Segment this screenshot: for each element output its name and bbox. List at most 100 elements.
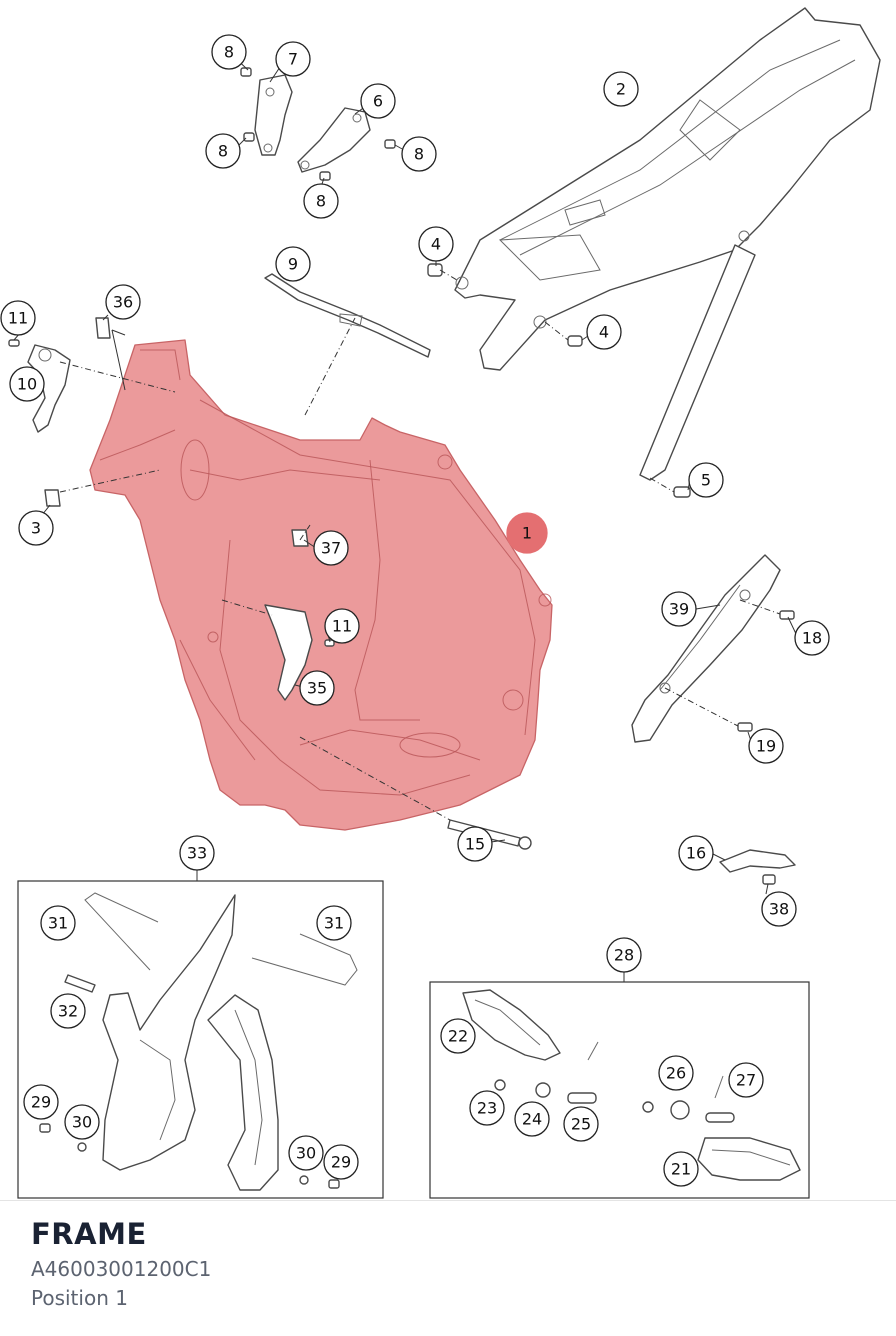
callout-selected-1[interactable]: 1 xyxy=(506,512,548,554)
subframe-part[interactable] xyxy=(454,7,881,481)
callout-26[interactable]: 26 xyxy=(658,1055,694,1091)
callout-19[interactable]: 19 xyxy=(748,728,784,764)
callout-11[interactable]: 11 xyxy=(0,300,36,336)
callout-circle xyxy=(205,133,241,169)
callout-38[interactable]: 38 xyxy=(761,891,797,927)
callout-4[interactable]: 4 xyxy=(586,314,622,350)
footpeg-21[interactable] xyxy=(697,1137,801,1181)
callout-number: 35 xyxy=(307,679,327,698)
callout-6[interactable]: 6 xyxy=(360,83,396,119)
shroud-left[interactable] xyxy=(102,894,236,1171)
clip-37[interactable] xyxy=(291,529,309,547)
callout-25[interactable]: 25 xyxy=(563,1106,599,1142)
callout-number: 29 xyxy=(31,1093,51,1112)
frame-part[interactable] xyxy=(89,339,553,831)
screw-38[interactable] xyxy=(762,874,776,885)
callout-number: 16 xyxy=(686,844,706,863)
small-parts-23-27[interactable] xyxy=(494,1041,735,1123)
callout-circle xyxy=(275,41,311,77)
engine-bracket-7[interactable] xyxy=(254,74,293,156)
callout-24[interactable]: 24 xyxy=(514,1101,550,1137)
callout-circle xyxy=(514,1101,550,1137)
callout-circle xyxy=(603,71,639,107)
callout-number: 15 xyxy=(465,835,485,854)
callout-33[interactable]: 33 xyxy=(179,835,215,871)
callout-number: 38 xyxy=(769,900,789,919)
callout-23[interactable]: 23 xyxy=(469,1090,505,1126)
callout-37[interactable]: 37 xyxy=(313,530,349,566)
screws-8[interactable] xyxy=(240,67,396,181)
callout-29[interactable]: 29 xyxy=(323,1144,359,1180)
callout-number: 23 xyxy=(477,1099,497,1118)
callout-circle xyxy=(606,937,642,973)
clip-36[interactable] xyxy=(95,317,111,339)
callout-28[interactable]: 28 xyxy=(606,937,642,973)
callout-number: 8 xyxy=(224,43,234,62)
callout-circle xyxy=(794,620,830,656)
screws-29-30[interactable] xyxy=(39,1123,340,1189)
shroud-right[interactable] xyxy=(207,994,279,1191)
part-16[interactable] xyxy=(719,849,796,873)
callout-10[interactable]: 10 xyxy=(9,366,45,402)
callout-8[interactable]: 8 xyxy=(211,34,247,70)
callout-8[interactable]: 8 xyxy=(205,133,241,169)
callout-3[interactable]: 3 xyxy=(18,510,54,546)
footpeg-22[interactable] xyxy=(462,989,561,1061)
callout-7[interactable]: 7 xyxy=(275,41,311,77)
callout-31[interactable]: 31 xyxy=(316,905,352,941)
callout-21[interactable]: 21 xyxy=(663,1151,699,1187)
bolt-32[interactable] xyxy=(64,974,96,993)
callout-4[interactable]: 4 xyxy=(418,226,454,262)
callout-9[interactable]: 9 xyxy=(275,246,311,282)
callout-number: 30 xyxy=(296,1144,316,1163)
callout-number: 18 xyxy=(802,629,822,648)
callout-number: 31 xyxy=(48,914,68,933)
callout-11[interactable]: 11 xyxy=(324,608,360,644)
callout-number: 4 xyxy=(431,235,441,254)
screw-11-top[interactable] xyxy=(8,339,20,347)
diagram-footer: FRAME A46003001200C1 Position 1 xyxy=(0,1200,896,1336)
screw-5[interactable] xyxy=(673,486,691,498)
callout-circle xyxy=(211,34,247,70)
callout-8[interactable]: 8 xyxy=(401,136,437,172)
callout-number: 39 xyxy=(669,600,689,619)
callout-circle xyxy=(506,512,548,554)
callout-number: 4 xyxy=(599,323,609,342)
callout-circle xyxy=(303,183,339,219)
callout-30[interactable]: 30 xyxy=(64,1104,100,1140)
callout-31[interactable]: 31 xyxy=(40,905,76,941)
callout-5[interactable]: 5 xyxy=(688,462,724,498)
screw-19[interactable] xyxy=(737,722,753,732)
callout-16[interactable]: 16 xyxy=(678,835,714,871)
callout-circle xyxy=(457,826,493,862)
callout-number: 5 xyxy=(701,471,711,490)
screw-18[interactable] xyxy=(779,610,795,620)
screw-4-top[interactable] xyxy=(427,263,443,277)
engine-bracket-6[interactable] xyxy=(297,107,371,173)
callout-32[interactable]: 32 xyxy=(50,993,86,1029)
callout-29[interactable]: 29 xyxy=(23,1084,59,1120)
callout-8[interactable]: 8 xyxy=(303,183,339,219)
callout-2[interactable]: 2 xyxy=(603,71,639,107)
callout-circle xyxy=(313,530,349,566)
callout-number: 8 xyxy=(218,142,228,161)
screw-4-bottom[interactable] xyxy=(567,335,583,347)
callout-15[interactable]: 15 xyxy=(457,826,493,862)
callout-27[interactable]: 27 xyxy=(728,1062,764,1098)
callout-circle xyxy=(469,1090,505,1126)
callout-number: 3 xyxy=(31,519,41,538)
chain-guide-39[interactable] xyxy=(631,554,781,743)
cover-35[interactable] xyxy=(264,604,313,701)
cable-strap-9[interactable] xyxy=(264,273,431,358)
callout-22[interactable]: 22 xyxy=(440,1018,476,1054)
clip-3[interactable] xyxy=(44,489,61,507)
callout-35[interactable]: 35 xyxy=(299,670,335,706)
callout-30[interactable]: 30 xyxy=(288,1135,324,1171)
callout-36[interactable]: 36 xyxy=(105,284,141,320)
callout-39[interactable]: 39 xyxy=(661,591,697,627)
callout-circle xyxy=(18,510,54,546)
callout-circle xyxy=(678,835,714,871)
callout-18[interactable]: 18 xyxy=(794,620,830,656)
callout-circle xyxy=(23,1084,59,1120)
wires-31[interactable] xyxy=(84,892,358,986)
